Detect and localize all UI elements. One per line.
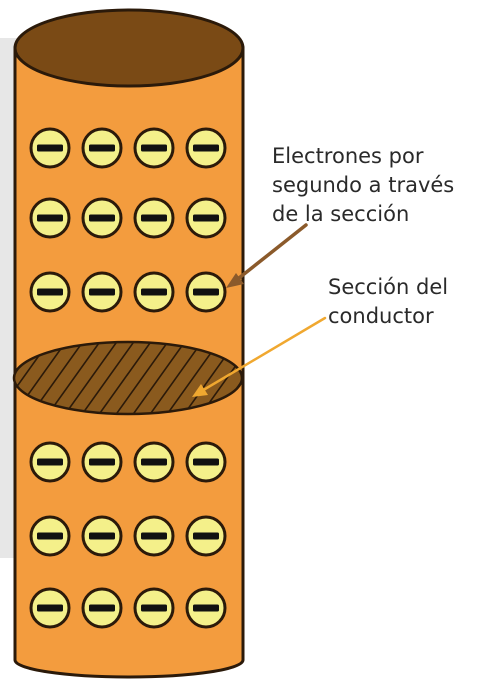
- minus-icon: [141, 604, 167, 612]
- hatch-line: [77, 342, 139, 414]
- minus-icon: [141, 288, 167, 296]
- electrons-per-second-label: Electrones por segundo a través de la se…: [272, 142, 454, 229]
- section-label-line-2: conductor: [328, 304, 434, 328]
- electron: [133, 587, 175, 629]
- minus-icon: [37, 458, 63, 466]
- electron: [81, 587, 123, 629]
- electron: [185, 271, 227, 313]
- electrons-label-line-2: segundo a través: [272, 173, 455, 197]
- electron: [185, 515, 227, 557]
- arrow-electrons: [226, 223, 308, 288]
- minus-icon: [37, 532, 63, 540]
- minus-icon: [141, 532, 167, 540]
- minus-icon: [89, 288, 115, 296]
- electron: [81, 441, 123, 483]
- hatch-line: [94, 342, 156, 414]
- cross-section: [12, 336, 308, 420]
- electron: [29, 197, 71, 239]
- electron: [29, 515, 71, 557]
- minus-icon: [37, 144, 63, 152]
- minus-icon: [89, 144, 115, 152]
- electrons-label-line-3: de la sección: [272, 202, 410, 226]
- electron: [81, 197, 123, 239]
- electron: [185, 127, 227, 169]
- electron: [133, 441, 175, 483]
- minus-icon: [141, 214, 167, 222]
- hatch-line: [60, 342, 122, 414]
- cross-section-fill: [14, 342, 242, 414]
- minus-icon: [193, 288, 219, 296]
- electron: [29, 127, 71, 169]
- electron: [185, 441, 227, 483]
- minus-icon: [89, 214, 115, 222]
- electron: [29, 271, 71, 313]
- electron: [29, 441, 71, 483]
- electron: [81, 515, 123, 557]
- minus-icon: [141, 144, 167, 152]
- electron: [133, 515, 175, 557]
- electron: [185, 197, 227, 239]
- minus-icon: [193, 144, 219, 152]
- electron: [81, 127, 123, 169]
- electron: [133, 127, 175, 169]
- electron: [185, 587, 227, 629]
- conductor-section-label: Sección del conductor: [328, 273, 448, 331]
- minus-icon: [89, 604, 115, 612]
- electrons-label-line-1: Electrones por: [272, 144, 424, 168]
- minus-icon: [193, 532, 219, 540]
- minus-icon: [141, 458, 167, 466]
- electron: [133, 271, 175, 313]
- minus-icon: [89, 532, 115, 540]
- minus-icon: [193, 214, 219, 222]
- minus-icon: [37, 604, 63, 612]
- electron: [29, 587, 71, 629]
- section-label-line-1: Sección del: [328, 275, 449, 299]
- electron: [81, 271, 123, 313]
- minus-icon: [37, 288, 63, 296]
- electrons: [29, 127, 227, 629]
- arrow-section: [192, 316, 327, 397]
- hatch-line: [111, 342, 173, 414]
- cross-section-outline: [12, 340, 244, 416]
- minus-icon: [193, 604, 219, 612]
- electron: [133, 197, 175, 239]
- minus-icon: [37, 214, 63, 222]
- hatch-line: [128, 342, 190, 414]
- conductor-top: [13, 8, 245, 88]
- minus-icon: [89, 458, 115, 466]
- minus-icon: [193, 458, 219, 466]
- hatch-line: [248, 336, 308, 420]
